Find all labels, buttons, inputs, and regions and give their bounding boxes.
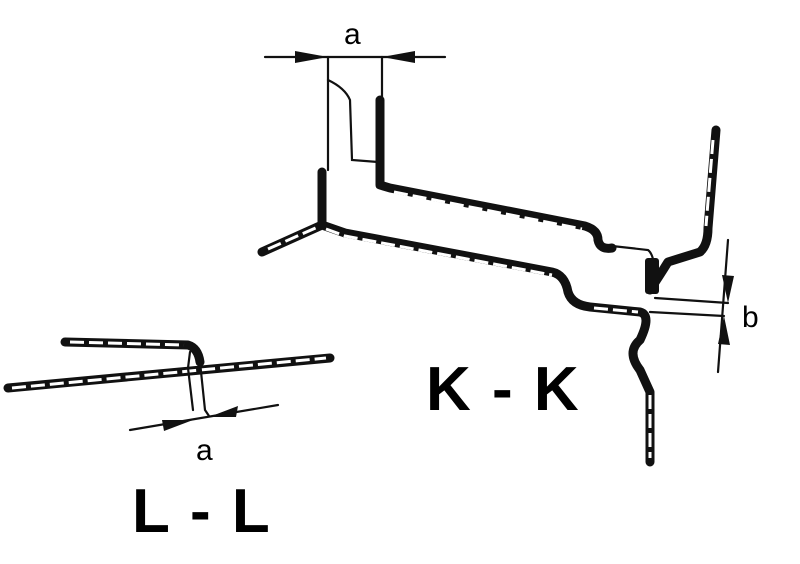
dimension-b-label: b xyxy=(742,301,759,334)
dimension-a-bottom xyxy=(128,403,280,432)
section-k-k-label: K - K xyxy=(426,355,581,424)
lower-panel xyxy=(257,167,655,467)
section-l-l-drawing: a L - L xyxy=(3,337,335,546)
l-flange-line xyxy=(186,350,211,418)
sealant-line xyxy=(326,78,380,164)
section-l-l-label: L - L xyxy=(132,477,272,546)
dimension-a-top-label: a xyxy=(344,18,361,51)
upper-panel xyxy=(375,95,721,295)
dimension-a-bottom-label: a xyxy=(196,434,213,467)
dimension-a-top xyxy=(263,51,447,172)
l-upper-panel xyxy=(60,337,205,367)
dimension-b xyxy=(648,238,734,374)
section-k-k-drawing: a b K - K xyxy=(257,18,759,467)
spot-weld xyxy=(645,258,659,294)
l-lower-panel xyxy=(3,353,335,393)
